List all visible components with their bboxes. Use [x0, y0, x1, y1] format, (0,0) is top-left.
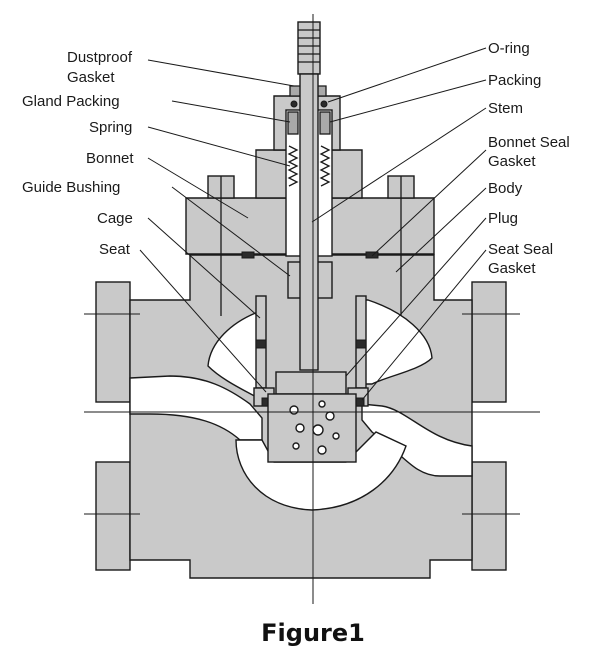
label-bonnet-seal-gasket-2: Gasket [488, 153, 536, 170]
label-cage: Cage [97, 210, 133, 227]
label-body: Body [488, 180, 523, 197]
label-gland-packing: Gland Packing [22, 93, 120, 110]
o-ring-part-right [320, 100, 328, 108]
label-bonnet: Bonnet [86, 150, 134, 167]
label-dustproof-gasket-2: Gasket [67, 69, 115, 86]
packing-assembly [287, 100, 331, 187]
labels-left: Dustproof Gasket Gland Packing Spring Bo… [22, 49, 134, 258]
label-o-ring: O-ring [488, 40, 530, 57]
left-flange-lower [95, 461, 131, 571]
lower-cavity [235, 431, 407, 511]
figure-caption: Figure1 [261, 619, 365, 647]
stem [297, 21, 321, 371]
cage-window-right [355, 339, 367, 349]
plug [267, 371, 357, 463]
outlet-passage [361, 403, 473, 477]
upper-cavity-right [361, 299, 433, 385]
labels-right: O-ring Packing Stem Bonnet Seal Gasket B… [488, 40, 570, 277]
o-ring-part-left [290, 100, 298, 108]
right-flange-lower [471, 461, 507, 571]
bonnet-seal-gasket-right [365, 251, 379, 259]
label-stem: Stem [488, 100, 523, 117]
spring-left [287, 145, 299, 187]
center-axes [84, 14, 540, 604]
plug-head [275, 371, 347, 395]
spring-right [319, 145, 331, 187]
right-flange-upper [471, 281, 507, 403]
bonnet-studs [207, 175, 415, 316]
leader-lines-left [139, 59, 295, 393]
plug-body [267, 393, 357, 463]
cage-window-left [255, 339, 267, 349]
label-seat-seal-gasket-2: Gasket [488, 260, 536, 277]
label-seat: Seat [99, 241, 131, 258]
left-flange-upper [95, 281, 131, 403]
packing-left [287, 111, 299, 135]
stem-shaft [299, 73, 319, 371]
label-spring: Spring [89, 119, 132, 136]
label-bonnet-seal-gasket-1: Bonnet Seal [488, 134, 570, 151]
packing-right [319, 111, 331, 135]
label-dustproof-gasket-1: Dustproof [67, 49, 133, 66]
label-plug: Plug [488, 210, 518, 227]
leader-lines-right [311, 47, 487, 401]
bonnet-seal-gasket-left [241, 251, 255, 259]
label-packing: Packing [488, 72, 541, 89]
label-seat-seal-gasket-1: Seat Seal [488, 241, 553, 258]
label-guide-bushing: Guide Bushing [22, 179, 120, 196]
